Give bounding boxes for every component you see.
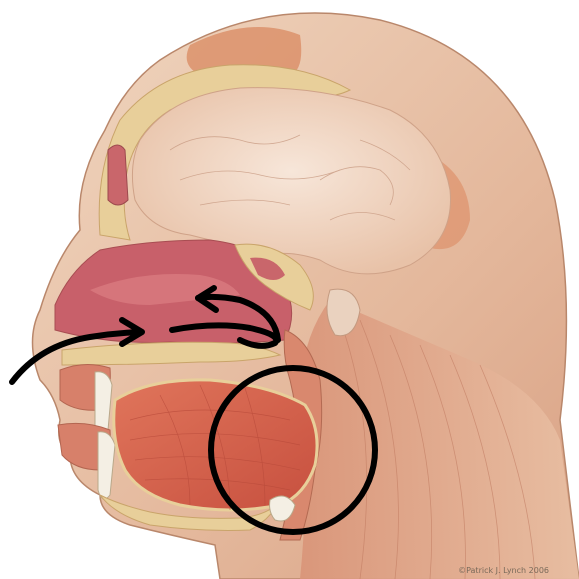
- illustration-credit: ©Patrick J. Lynch 2006: [458, 566, 549, 575]
- frontal-sinus: [108, 145, 128, 205]
- tongue: [114, 380, 317, 510]
